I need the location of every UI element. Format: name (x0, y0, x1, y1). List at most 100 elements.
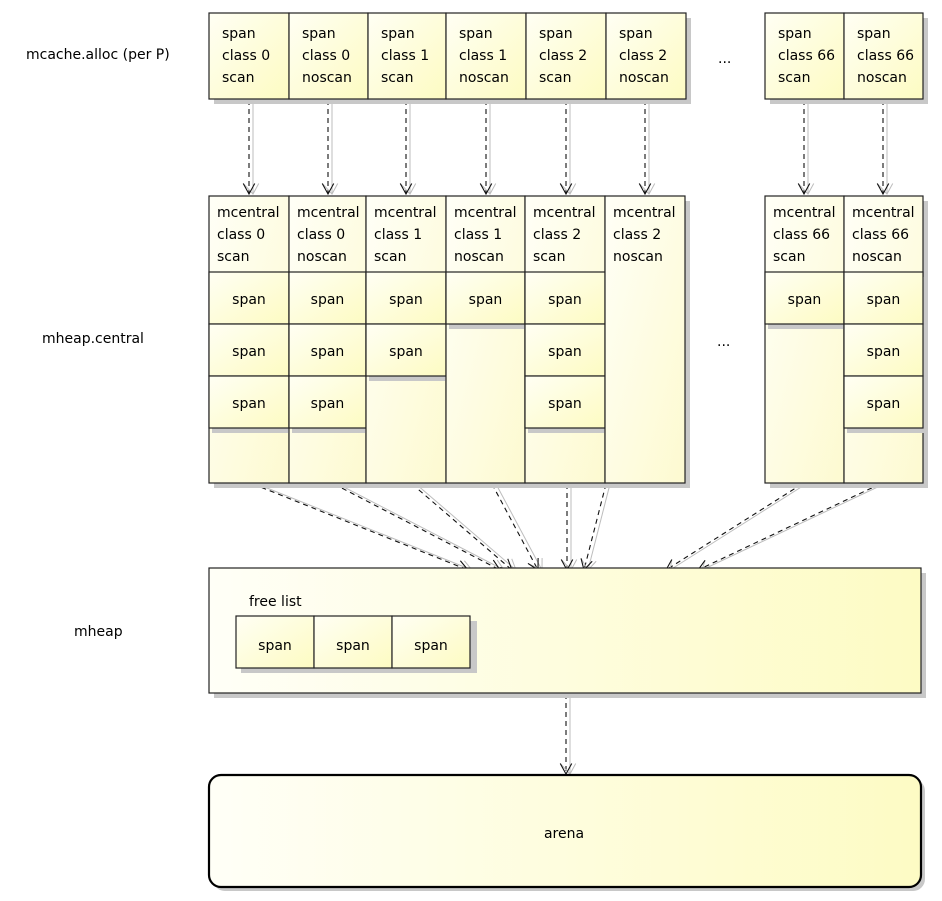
arrowhead (242, 183, 256, 196)
span-label: span (232, 292, 266, 308)
mcentral-column-box (604, 195, 686, 484)
mcentral-to-mheap-arrow (491, 483, 543, 572)
mcentral-to-mheap-arrow (560, 484, 578, 572)
span-cell (288, 375, 367, 429)
mcache-cell-text: span (459, 26, 493, 42)
arrow-ghost-head (242, 183, 260, 195)
arena-box (207, 773, 923, 889)
span-cell (843, 271, 924, 325)
span-label: span (311, 344, 345, 360)
mcache-cell-text: class 2 (619, 48, 667, 64)
mcentral-column-box (445, 195, 526, 484)
span-label: span (389, 344, 423, 360)
span-cell (764, 271, 845, 325)
mcentral-header-text: class 0 (297, 227, 345, 243)
mcache-cell-text: class 2 (539, 48, 587, 64)
mcache-cell-box (445, 12, 527, 100)
arrow-ghost-line (587, 483, 611, 571)
arrow-ghost-line (256, 483, 473, 571)
free-list-span-label: span (258, 638, 292, 654)
span-label: span (548, 396, 582, 412)
mheap-to-arena-arrow (559, 694, 577, 776)
span-label: span (548, 344, 582, 360)
mcentral-to-mheap-arrow (580, 483, 611, 572)
span-label: span (867, 396, 901, 412)
span-cell (843, 375, 924, 429)
mcache-cell-text: span (302, 26, 336, 42)
mcentral-header-text: mcentral (454, 205, 517, 221)
span-cell (524, 375, 606, 429)
mcache-cell-box (605, 12, 687, 100)
mcentral-header-text: class 66 (852, 227, 909, 243)
mcache-ellipsis: ... (718, 51, 731, 67)
arrow-ghost-head (399, 183, 417, 195)
mcentral-header-text: scan (217, 249, 249, 265)
span-cell (208, 271, 290, 325)
arrow-ghost-line (701, 483, 885, 571)
mcentral-header-text: class 2 (533, 227, 581, 243)
mcentral-header-text: class 2 (613, 227, 661, 243)
mcache-cell-text: class 66 (778, 48, 835, 64)
span-cell (524, 323, 606, 377)
arrow-line (491, 483, 539, 571)
arrow-ghost-head (876, 183, 894, 195)
mcache-cell-text: class 66 (857, 48, 914, 64)
mcache-cell-text: class 1 (459, 48, 507, 64)
arrow-ghost-head (638, 183, 656, 195)
mcache-to-mcentral-arrow (242, 100, 260, 196)
free-list-span-label: span (414, 638, 448, 654)
span-label: span (389, 292, 423, 308)
arrowhead (638, 183, 652, 196)
mcache-cell-text: span (222, 26, 256, 42)
mcentral-header-text: noscan (852, 249, 902, 265)
span-label: span (232, 396, 266, 412)
arrowhead (876, 183, 890, 196)
arrows-layer (242, 100, 894, 776)
mcentral-header-text: scan (374, 249, 406, 265)
mcentral-header-text: noscan (613, 249, 663, 265)
mcentral-header-text: class 66 (773, 227, 830, 243)
arrow-ghost-head (797, 183, 815, 195)
span-label: span (788, 292, 822, 308)
span-label: span (867, 292, 901, 308)
mcentral-header-text: mcentral (773, 205, 836, 221)
span-label: span (232, 344, 266, 360)
mcache-to-mcentral-arrow (399, 100, 417, 196)
free-list-span (235, 615, 315, 669)
mcentral-header-text: mcentral (852, 205, 915, 221)
mcache-cell-text: noscan (302, 70, 352, 86)
span-label: span (548, 292, 582, 308)
mcache-to-mcentral-arrow (479, 100, 497, 196)
arrow-line (411, 483, 513, 571)
mcache-to-mcentral-arrow (559, 100, 577, 196)
mcentral-header-text: scan (773, 249, 805, 265)
mcache-cell-text: scan (778, 70, 810, 86)
span-cell (843, 323, 924, 377)
arrow-line (252, 483, 469, 571)
arrow-ghost-line (495, 483, 543, 571)
span-cell (288, 271, 367, 325)
mcache-row-label: mcache.alloc (per P) (26, 47, 170, 63)
span-label: span (311, 396, 345, 412)
mcache-cell-text: class 0 (302, 48, 350, 64)
mcentral-header-text: mcentral (297, 205, 360, 221)
arrow-ghost-head (321, 183, 339, 195)
arrow-line (583, 483, 607, 571)
mcentral-to-mheap-arrow (665, 483, 807, 571)
mcentral-header-text: noscan (454, 249, 504, 265)
